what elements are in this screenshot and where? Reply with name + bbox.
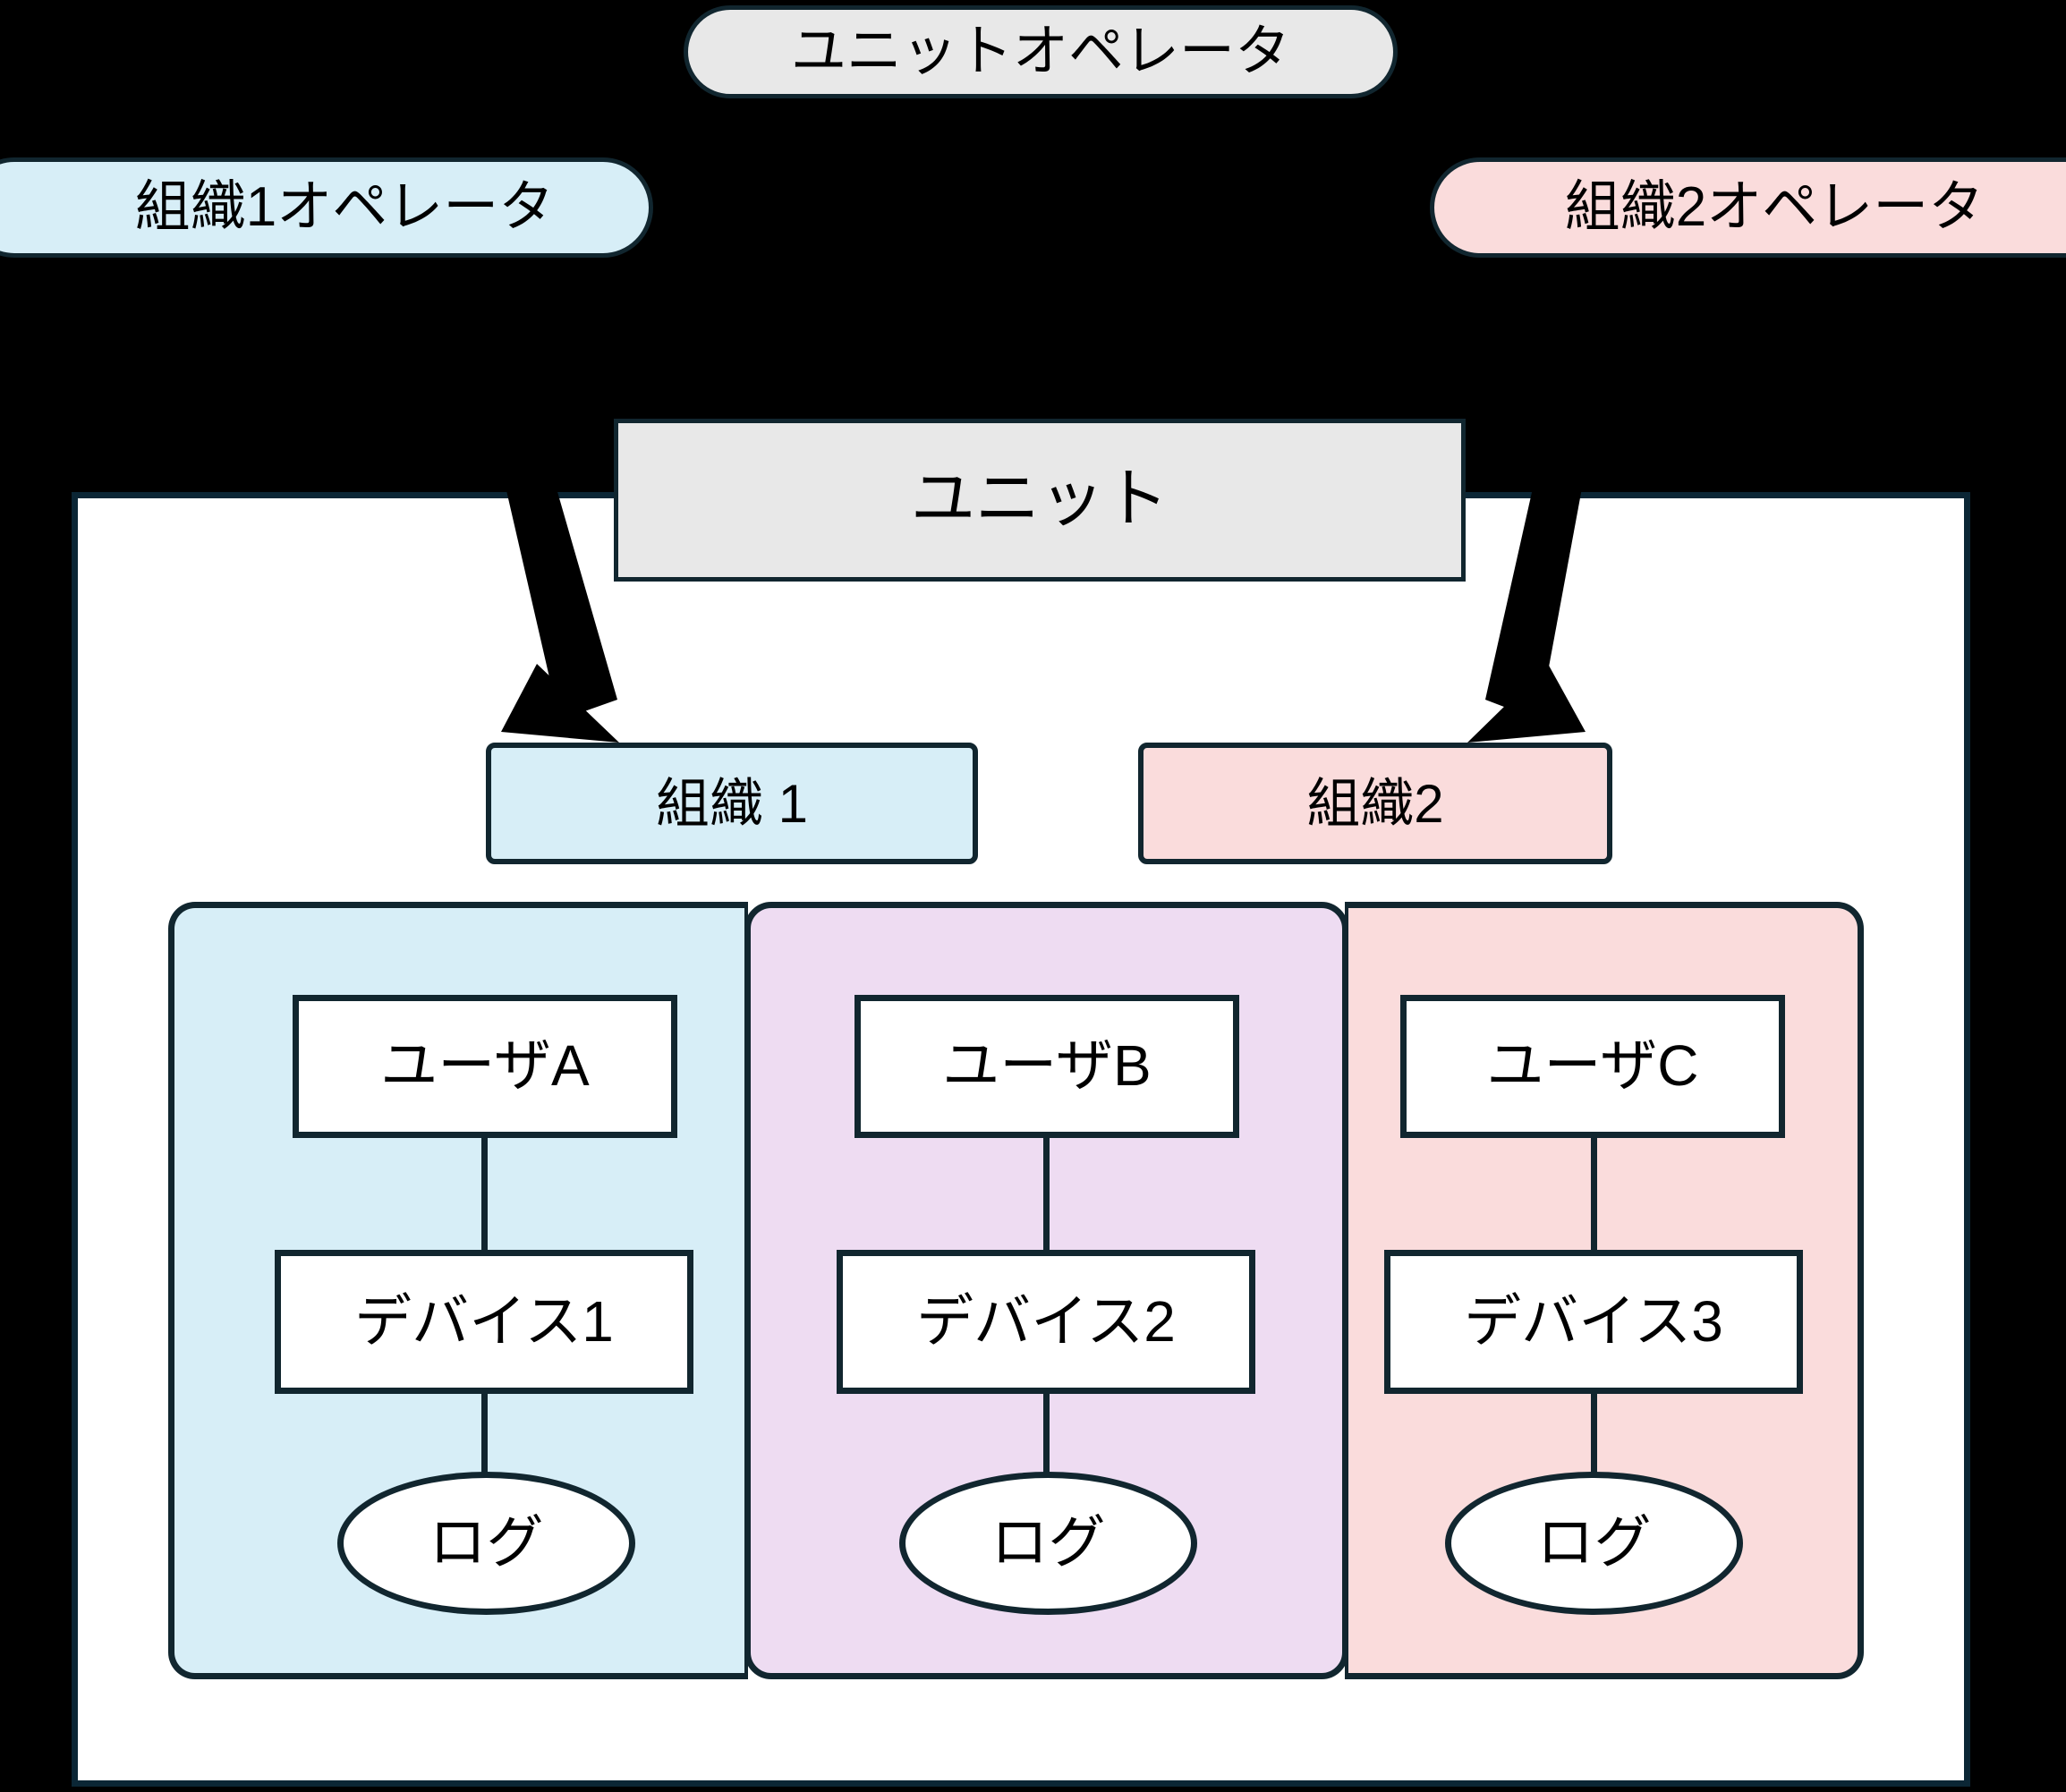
unit-operator-label: ユニットオペレータ [790,21,1290,83]
log-ellipse-2[interactable]: ログ [899,1472,1197,1615]
unit-box[interactable]: ユニット [614,419,1466,582]
org2-operator-pill[interactable]: 組織2オペレータ [1430,157,2066,258]
org1-operator-pill[interactable]: 組織1オペレータ [0,157,653,258]
connector-device-log-3 [1591,1394,1597,1474]
log-label-3: ログ [1536,1510,1652,1575]
device-label-3: デバイス3 [1464,1288,1723,1354]
connector-user-device-2 [1043,1138,1050,1251]
device-label-1: デバイス1 [354,1288,614,1354]
unit-label: ユニット [910,463,1169,536]
device-box-2[interactable]: デバイス2 [837,1250,1255,1394]
log-label-2: ログ [990,1510,1106,1575]
user-box-2[interactable]: ユーザB [854,995,1239,1138]
log-label-1: ログ [429,1510,544,1575]
connector-device-log-2 [1043,1394,1050,1474]
user-label-1: ユーザA [380,1033,590,1099]
org1-operator-label: 組織1オペレータ [134,176,555,239]
unit-operator-pill[interactable]: ユニットオペレータ [684,5,1398,98]
device-label-2: デバイス2 [916,1288,1176,1354]
user-label-3: ユーザC [1486,1033,1699,1099]
user-box-1[interactable]: ユーザA [293,995,677,1138]
log-ellipse-1[interactable]: ログ [337,1472,635,1615]
org-box-2[interactable]: 組織2 [1138,743,1612,864]
device-box-1[interactable]: デバイス1 [275,1250,693,1394]
user-label-2: ユーザB [942,1033,1152,1099]
device-box-3[interactable]: デバイス3 [1384,1250,1803,1394]
org-label-2: 組織2 [1306,773,1444,834]
log-ellipse-3[interactable]: ログ [1445,1472,1743,1615]
org-box-1[interactable]: 組織 1 [486,743,978,864]
connector-user-device-3 [1591,1138,1597,1251]
org2-operator-label: 組織2オペレータ [1564,176,1985,239]
user-box-3[interactable]: ユーザC [1400,995,1785,1138]
org-label-1: 組織 1 [655,773,809,834]
connector-user-device-1 [481,1138,488,1251]
connector-device-log-1 [481,1394,488,1474]
